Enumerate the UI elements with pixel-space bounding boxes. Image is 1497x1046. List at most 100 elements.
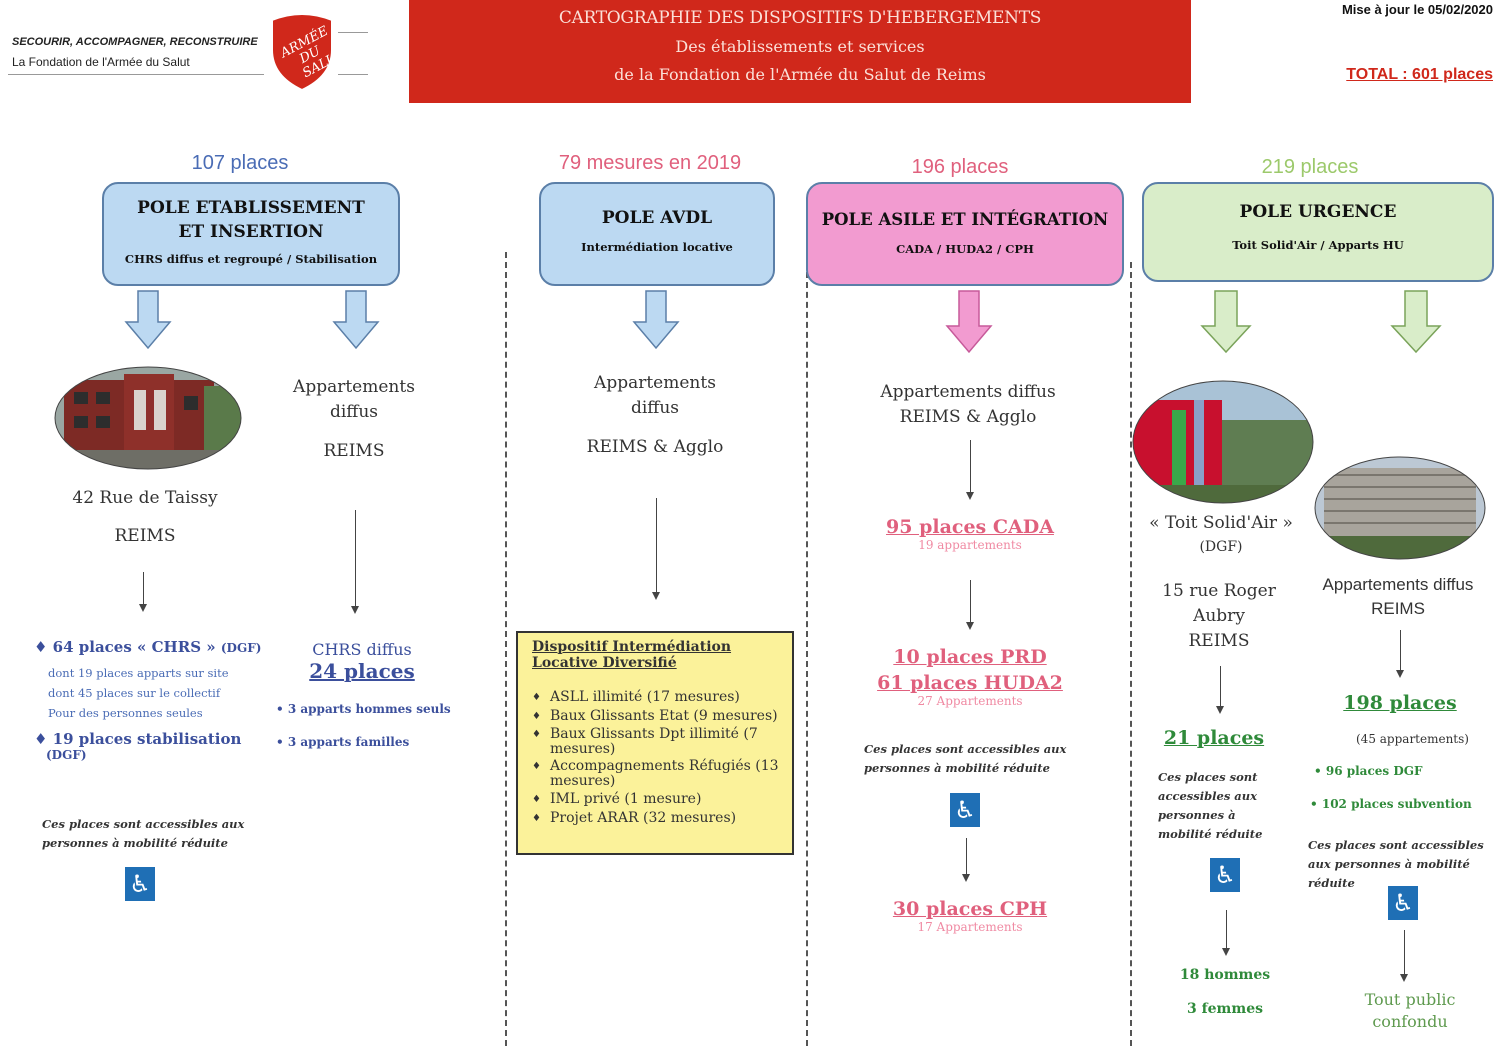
pole-asile-subtitle: CADA / HUDA2 / CPH — [896, 242, 1034, 256]
connector-line — [1396, 630, 1404, 678]
separator-3 — [1130, 262, 1132, 1046]
dispositif-item: Accompagnements Réfugiés (13 mesures) — [532, 759, 784, 789]
urgence-accessibility-note: Ces places sont accessibles aux personne… — [1308, 838, 1484, 890]
connector-line — [652, 498, 660, 600]
huda-places: 61 places HUDA2 — [877, 672, 1063, 694]
dispositif-title-1: Dispositif Intermédiation — [532, 639, 732, 655]
pole-insertion-title: POLE ETABLISSEMENT ET INSERTION — [137, 198, 365, 242]
total-places: TOTAL : 601 places — [1346, 66, 1493, 83]
toit-city: REIMS — [1188, 631, 1250, 651]
insertion-diffus-label-1: Appartements — [293, 377, 415, 397]
chrs-detail-1: dont 19 places apparts sur site — [48, 666, 229, 680]
chrs-diffus-places: 24 places — [309, 659, 415, 683]
insertion-count: 107 places — [191, 152, 289, 174]
toit-address-1: 15 rue Roger — [1162, 581, 1276, 601]
asile-diffus-2: REIMS & Agglo — [899, 407, 1037, 427]
dispositif-item: Baux Glissants Dpt illimité (7 mesures) — [532, 727, 784, 757]
chrs-block: ♦ 64 places « CHRS » (DGF) dont 19 place… — [34, 638, 284, 762]
pole-asile-box: POLE ASILE ET INTÉGRATION CADA / HUDA2 /… — [806, 182, 1124, 286]
taissy-building-photo — [54, 366, 242, 470]
connector-line — [351, 510, 359, 614]
chrs-diffus-block: CHRS diffus 24 places — [300, 640, 424, 683]
down-arrow-icon — [332, 290, 380, 350]
dispositif-item: Baux Glissants Etat (9 mesures) — [532, 708, 784, 725]
pole-avdl-box: POLE AVDL Intermédiation locative — [539, 182, 775, 286]
banner-title: CARTOGRAPHIE DES DISPOSITIFS D'HEBERGEME… — [558, 8, 1042, 28]
prd-huda-block: 10 places PRD 61 places HUDA2 27 Apparte… — [856, 646, 1084, 708]
logo-top-rule — [338, 32, 368, 33]
dispositif-box: Dispositif Intermédiation Locative Diver… — [516, 631, 794, 855]
connector-line — [966, 440, 974, 500]
wheelchair-icon: ♿ — [125, 867, 155, 901]
title-banner: CARTOGRAPHIE DES DISPOSITIFS D'HEBERGEME… — [409, 0, 1191, 103]
avdl-count: 79 mesures en 2019 — [558, 152, 742, 174]
chrs-dgf-tag: (DGF) — [220, 641, 262, 655]
urgence-diffus-places: 198 places — [1343, 692, 1457, 714]
banner-subtitle-2: de la Fondation de l'Armée du Salut de R… — [614, 65, 986, 84]
separator-2 — [806, 262, 808, 1046]
pole-urgence-subtitle: Toit Solid'Air / Apparts HU — [1232, 238, 1404, 252]
urgence-subvention-item: • 102 places subvention — [1310, 797, 1472, 811]
insertion-diffus-label-2: diffus — [329, 402, 379, 422]
cph-apparts: 17 Appartements — [917, 920, 1023, 934]
stabilisation-places: ♦ 19 places stabilisation — [34, 730, 242, 748]
connector-line — [1216, 666, 1224, 714]
connector-line — [139, 572, 147, 612]
wheelchair-icon: ♿ — [950, 793, 980, 827]
asile-count: 196 places — [911, 156, 1009, 178]
chrs-places: ♦ 64 places « CHRS » (DGF) — [34, 638, 262, 656]
prd-places: 10 places PRD — [893, 646, 1047, 668]
connector-line — [1400, 930, 1408, 982]
cada-apparts: 19 appartements — [918, 538, 1022, 552]
taissy-city: REIMS — [114, 526, 176, 546]
down-arrow-icon — [632, 290, 680, 350]
logo-foundation-name: La Fondation de l'Armée du Salut — [12, 55, 190, 69]
dispositif-item: IML privé (1 mesure) — [532, 791, 784, 808]
down-arrow-icon — [1200, 290, 1252, 354]
cph-block: 30 places CPH 17 Appartements — [856, 898, 1084, 934]
urgence-count: 219 places — [1261, 156, 1359, 178]
diffus-item-1: • 3 apparts hommes seuls — [276, 702, 451, 716]
avdl-diffus-label-2: diffus — [630, 398, 680, 418]
pole-avdl-subtitle: Intermédiation locative — [581, 240, 733, 254]
pole-insertion-box: POLE ETABLISSEMENT ET INSERTION CHRS dif… — [102, 182, 400, 286]
tout-public-1: Tout public — [1364, 990, 1456, 1009]
urgence-dgf-item: • 96 places DGF — [1314, 764, 1423, 778]
pole-asile-title: POLE ASILE ET INTÉGRATION — [821, 210, 1109, 229]
toit-solidair-photo — [1132, 380, 1314, 504]
down-arrow-icon — [945, 290, 993, 354]
asile-diffus-1: Appartements diffus — [880, 382, 1056, 402]
toit-name: « Toit Solid'Air » — [1149, 513, 1293, 533]
toit-places: 21 places — [1163, 727, 1265, 749]
pole-insertion-subtitle: CHRS diffus et regroupé / Stabilisation — [124, 252, 378, 266]
update-date: Mise à jour le 05/02/2020 — [1341, 2, 1493, 17]
insertion-accessibility-note: Ces places sont accessibles aux personne… — [42, 817, 245, 850]
connector-line — [1222, 910, 1230, 956]
insertion-diffus-city: REIMS — [323, 441, 385, 461]
wheelchair-icon: ♿ — [1388, 886, 1418, 920]
cada-places: 95 places CADA — [886, 516, 1054, 538]
foundation-logo: SECOURIR, ACCOMPAGNER, RECONSTRUIRE La F… — [8, 10, 368, 92]
salvation-army-shield-icon: ARMÉE DU SALUT — [271, 13, 340, 92]
logo-tagline: SECOURIR, ACCOMPAGNER, RECONSTRUIRE — [12, 36, 258, 48]
stabilisation-dgf-tag: (DGF) — [46, 748, 87, 762]
tout-public-2: confondu — [1372, 1012, 1448, 1031]
dispositif-list: ASLL illimité (17 mesures) Baux Glissant… — [532, 689, 784, 827]
down-arrow-icon — [1390, 290, 1442, 354]
apartments-building-photo — [1314, 456, 1486, 560]
cada-block: 95 places CADA 19 appartements — [856, 516, 1084, 552]
toit-femmes: 3 femmes — [1187, 1001, 1263, 1017]
toit-dgf-tag: (DGF) — [1199, 539, 1243, 555]
chrs-detail-3: Pour des personnes seules — [48, 706, 203, 720]
connector-line — [966, 580, 974, 630]
dispositif-item: ASLL illimité (17 mesures) — [532, 689, 784, 706]
urgence-diffus-1: Appartements diffus — [1322, 575, 1474, 594]
chrs-detail-2: dont 45 places sur le collectif — [48, 686, 221, 700]
dispositif-item: Projet ARAR (32 mesures) — [532, 810, 784, 827]
pole-urgence-box: POLE URGENCE Toit Solid'Air / Apparts HU — [1142, 182, 1494, 282]
taissy-address: 42 Rue de Taissy — [72, 488, 218, 508]
separator-1 — [505, 252, 507, 1046]
huda-apparts: 27 Appartements — [917, 694, 1023, 708]
cph-places: 30 places CPH — [892, 898, 1048, 920]
dispositif-title-2: Locative Diversifié — [532, 655, 677, 671]
